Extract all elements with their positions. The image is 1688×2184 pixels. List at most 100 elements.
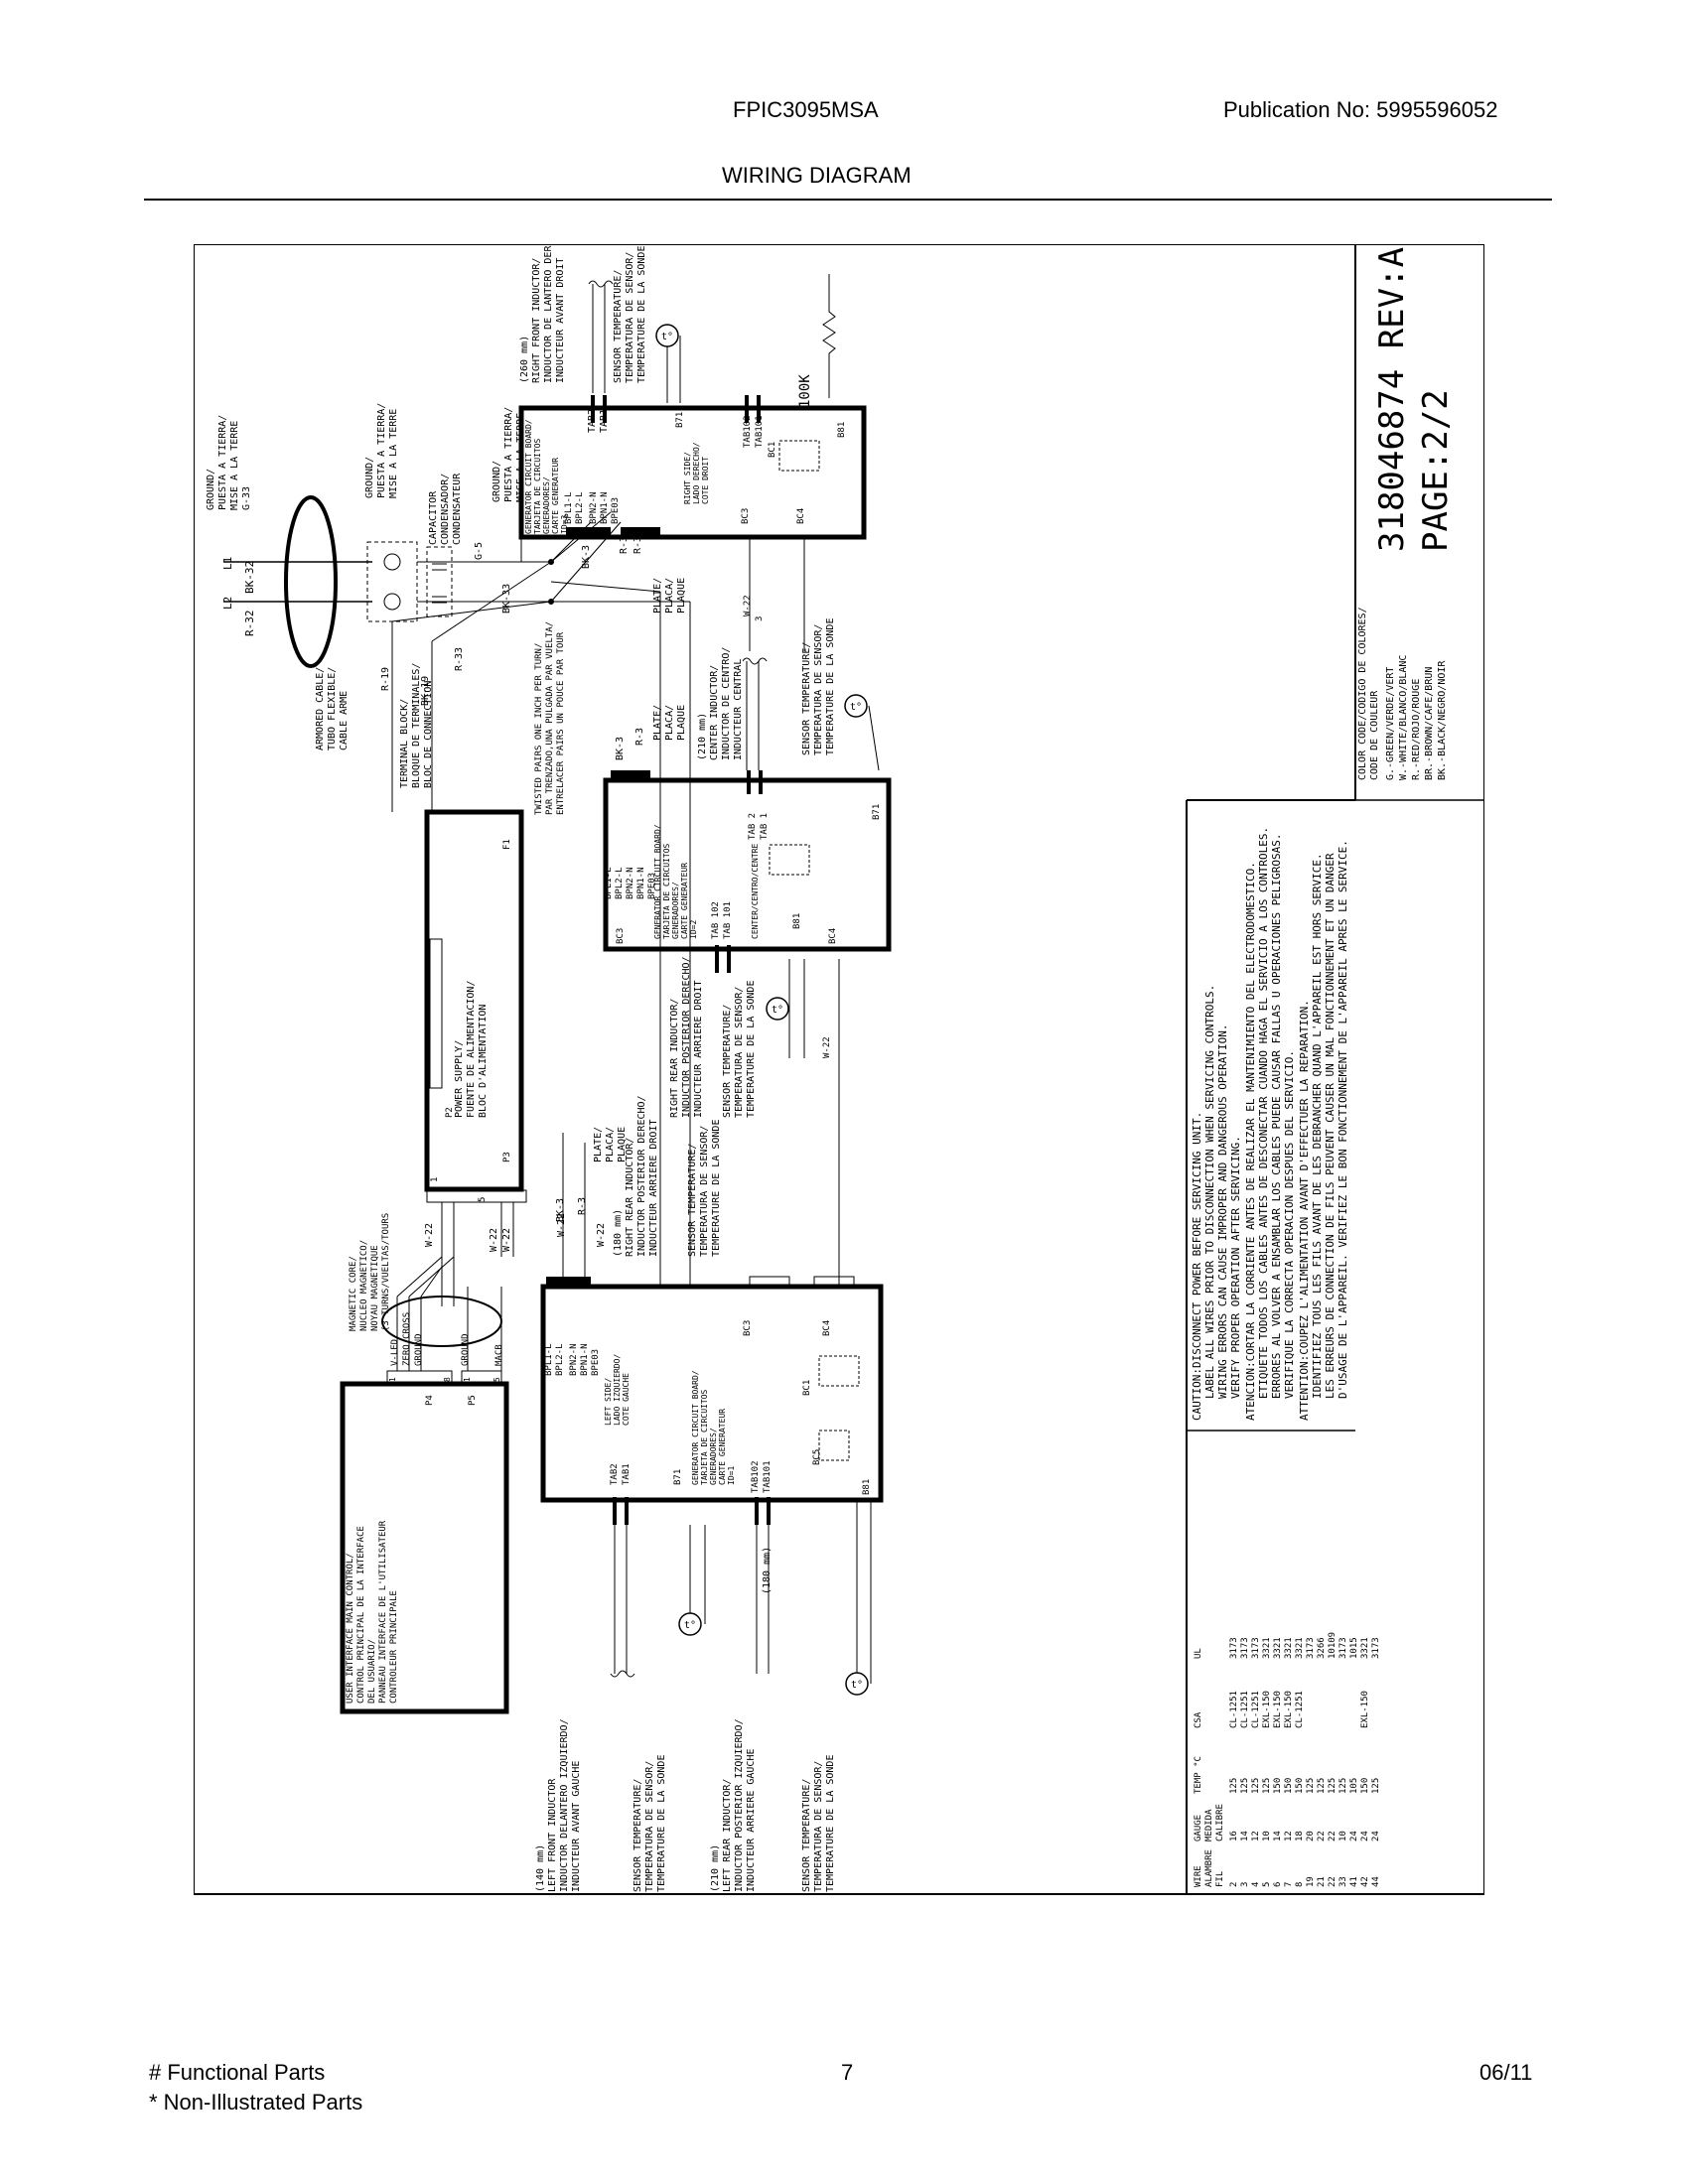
- svg-text:CONTROLEUR PRINCIPALE: CONTROLEUR PRINCIPALE: [389, 1590, 399, 1704]
- terminal-block-label: TERMINAL BLOCK/ BLOQUE DE TERMINALES/ BL…: [399, 663, 434, 788]
- user-interface-control: [340, 1381, 509, 1714]
- right-board-title: GENERATOR CIRCUIT BOARD/ TARJETA DE CIRC…: [524, 419, 569, 534]
- svg-text:BC4: BC4: [822, 1320, 832, 1336]
- center-plate-label: PLATE/ PLACA/ PLAQUE: [652, 705, 687, 741]
- svg-text:5: 5: [478, 1197, 488, 1202]
- wire-table-cell: 12: [1251, 1831, 1261, 1842]
- wire-table-cell: 5: [1262, 1882, 1272, 1887]
- svg-text:COTE DROIT: COTE DROIT: [701, 457, 710, 504]
- svg-text:B71: B71: [673, 1469, 683, 1485]
- wire-table-cell: 125: [1262, 1778, 1272, 1794]
- wire-table-cell: 22: [1328, 1876, 1337, 1887]
- svg-text:INDUCTEUR ARRIERE GAUCHE: INDUCTEUR ARRIERE GAUCHE: [746, 1749, 757, 1893]
- svg-text:GAUGE: GAUGE: [1194, 1815, 1203, 1842]
- wire-table-cell: 150: [1273, 1778, 1283, 1794]
- wire-table-cell: CL-1251: [1251, 1691, 1261, 1728]
- svg-text:INDUCTEUR CENTRAL: INDUCTEUR CENTRAL: [733, 659, 744, 760]
- svg-text:P5: P5: [468, 1395, 478, 1406]
- svg-text:PUESTA A TIERRA/: PUESTA A TIERRA/: [503, 407, 514, 502]
- svg-text:(210 mm): (210 mm): [710, 1844, 721, 1892]
- left-front-inductor-label: (140 mm) LEFT FRONT INDUCTOR INDUCTOR DE…: [535, 1718, 582, 1892]
- svg-text:R-32: R-32: [243, 611, 256, 637]
- svg-text:LEFT SIDE/: LEFT SIDE/: [604, 1378, 613, 1426]
- svg-text:TWISTED PAIRS ONE INCH PER TUR: TWISTED PAIRS ONE INCH PER TURN/: [534, 643, 544, 815]
- wire-table-cell: 150: [1295, 1778, 1305, 1794]
- svg-text:RIGHT SIDE/: RIGHT SIDE/: [683, 452, 692, 504]
- wire-table-cell: 24: [1360, 1831, 1370, 1842]
- svg-text:LEFT REAR INDUCTOR/: LEFT REAR INDUCTOR/: [722, 1779, 733, 1892]
- svg-text:PUESTA A TIERRA/: PUESTA A TIERRA/: [376, 403, 387, 498]
- wire-table-cell: 3321: [1360, 1637, 1370, 1659]
- svg-text:BC5: BC5: [812, 1449, 822, 1465]
- center-inductor-label: (210 mm) CENTER INDUCTOR/ INDUCTOR DE CE…: [697, 647, 744, 760]
- svg-text:WIRE: WIRE: [1194, 1865, 1203, 1887]
- wire-table-cell: 42: [1360, 1876, 1370, 1887]
- center-board-pins: BPL1-L BPL2-L BPN2-N BPN1-N BPE03: [604, 867, 657, 899]
- svg-text:TAB 101: TAB 101: [723, 901, 733, 939]
- svg-text:VERIFIQUE LA CORRECTA OPERACIO: VERIFIQUE LA CORRECTA OPERACION DESPUES …: [1283, 1050, 1296, 1399]
- wire-table-cell: 3173: [1371, 1637, 1381, 1659]
- svg-text:R-3: R-3: [577, 1197, 588, 1215]
- svg-text:INDUCTEUR ARRIERE DROIT: INDUCTEUR ARRIERE DROIT: [648, 1120, 659, 1257]
- svg-text:GENERADORES/: GENERADORES/: [709, 1428, 718, 1485]
- ui-label: USER INTERFACE MAIN CONTROL/ CONTROL PRI…: [346, 1520, 399, 1704]
- svg-text:BLOC D'ALIMENTATION: BLOC D'ALIMENTATION: [478, 1005, 489, 1118]
- wire-table-cell: 14: [1240, 1831, 1250, 1842]
- svg-text:R-3: R-3: [619, 536, 630, 554]
- wire-table-cell: 3173: [1306, 1637, 1316, 1659]
- svg-text:VERIFY PROPER OPERATION AFTER: VERIFY PROPER OPERATION AFTER SERVICING.: [1229, 1136, 1242, 1399]
- svg-text:TAB102: TAB102: [743, 415, 753, 448]
- left-front-sensor-label: SENSOR TEMPERATURE/ TEMPERATURA DE SENSO…: [633, 1755, 667, 1892]
- svg-text:ATENCION:CORTAR LA CORRIENTE A: ATENCION:CORTAR LA CORRIENTE ANTES DE RE…: [1244, 862, 1257, 1421]
- svg-text:TAB102: TAB102: [751, 1460, 761, 1493]
- wiring-diagram: 318046874 REV:A PAGE:2/2 COLOR CODE/CODI…: [194, 244, 1484, 1895]
- svg-text:F1: F1: [502, 839, 512, 850]
- wire-table-cell: 3: [1240, 1882, 1250, 1887]
- center-generator-board: [603, 777, 892, 952]
- svg-text:TEMPERATURE DE LA SONDE: TEMPERATURE DE LA SONDE: [711, 1120, 722, 1257]
- left-rear-inductor-label: (210 mm) LEFT REAR INDUCTOR/ INDUCTOR PO…: [710, 1718, 757, 1892]
- svg-text:BK-19: BK-19: [420, 676, 431, 706]
- svg-text:R.-RED/ROJO/ROUGE: R.-RED/ROJO/ROUGE: [1411, 679, 1422, 780]
- svg-text:t°: t°: [684, 1620, 696, 1631]
- svg-text:LEFT FRONT INDUCTOR: LEFT FRONT INDUCTOR: [547, 1778, 558, 1892]
- svg-text:BPL2-L: BPL2-L: [575, 491, 585, 524]
- svg-text:MEDIDA: MEDIDA: [1204, 1809, 1214, 1842]
- wire-table-cell: EXL-150: [1262, 1691, 1272, 1728]
- svg-text:BK-3: BK-3: [555, 1198, 566, 1222]
- center-rear-sensor-label: SENSOR TEMPERATURE/ TEMPERATURA DE SENSO…: [722, 981, 757, 1118]
- revision-label: 318046874 REV:A: [1372, 247, 1412, 552]
- svg-text:TARJETA DE CIRCUITOS: TARJETA DE CIRCUITOS: [700, 1389, 709, 1485]
- svg-text:CARTE GENERATEUR: CARTE GENERATEUR: [680, 863, 689, 939]
- wire-table-cell: 7: [1284, 1882, 1294, 1887]
- svg-text:CALIBRE: CALIBRE: [1215, 1804, 1225, 1842]
- wire-table-cell: 125: [1317, 1778, 1327, 1794]
- wire-table-cell: 12: [1284, 1831, 1294, 1842]
- svg-text:(210 mm): (210 mm): [697, 713, 708, 760]
- svg-text:MISE A LA TERRE: MISE A LA TERRE: [229, 421, 240, 510]
- svg-text:1: 1: [430, 1177, 440, 1182]
- svg-text:B71: B71: [675, 412, 685, 428]
- svg-text:PUESTA A TIERRA/: PUESTA A TIERRA/: [217, 415, 228, 510]
- svg-text:BC3: BC3: [741, 508, 751, 524]
- svg-text:t°: t°: [850, 702, 862, 713]
- armored-cable-ellipse: [284, 495, 338, 668]
- left-generator-board: [540, 1284, 884, 1503]
- svg-text:B81: B81: [792, 913, 802, 929]
- publication-number: Publication No: 5995596052: [1223, 97, 1498, 122]
- wire-table-cell: 24: [1371, 1831, 1381, 1842]
- wire-table-cell: 20: [1306, 1831, 1316, 1842]
- svg-text:G-5: G-5: [474, 542, 485, 560]
- wire-table-cell: 125: [1338, 1778, 1348, 1794]
- wire-table-cell: 18: [1295, 1831, 1305, 1842]
- svg-text:BPN2-N: BPN2-N: [626, 867, 635, 899]
- svg-text:TEMPERATURE DE LA SONDE: TEMPERATURE DE LA SONDE: [825, 1755, 836, 1892]
- svg-text:BPN1-N: BPN1-N: [600, 491, 610, 524]
- svg-text:BC1: BC1: [768, 442, 777, 458]
- capacitor-label: CAPACITOR CONDENSADOR/ CONDENSATEUR: [428, 473, 463, 545]
- svg-text:MAGNETIC CORE/: MAGNETIC CORE/: [349, 1256, 358, 1331]
- svg-text:PLATE/: PLATE/: [593, 1127, 604, 1162]
- svg-text:GENERATOR CIRCUIT BOARD/: GENERATOR CIRCUIT BOARD/: [691, 1370, 700, 1485]
- svg-text:TEMPERATURA DE SENSOR/: TEMPERATURA DE SENSOR/: [813, 1761, 824, 1892]
- svg-text:PLAQUE: PLAQUE: [676, 705, 687, 741]
